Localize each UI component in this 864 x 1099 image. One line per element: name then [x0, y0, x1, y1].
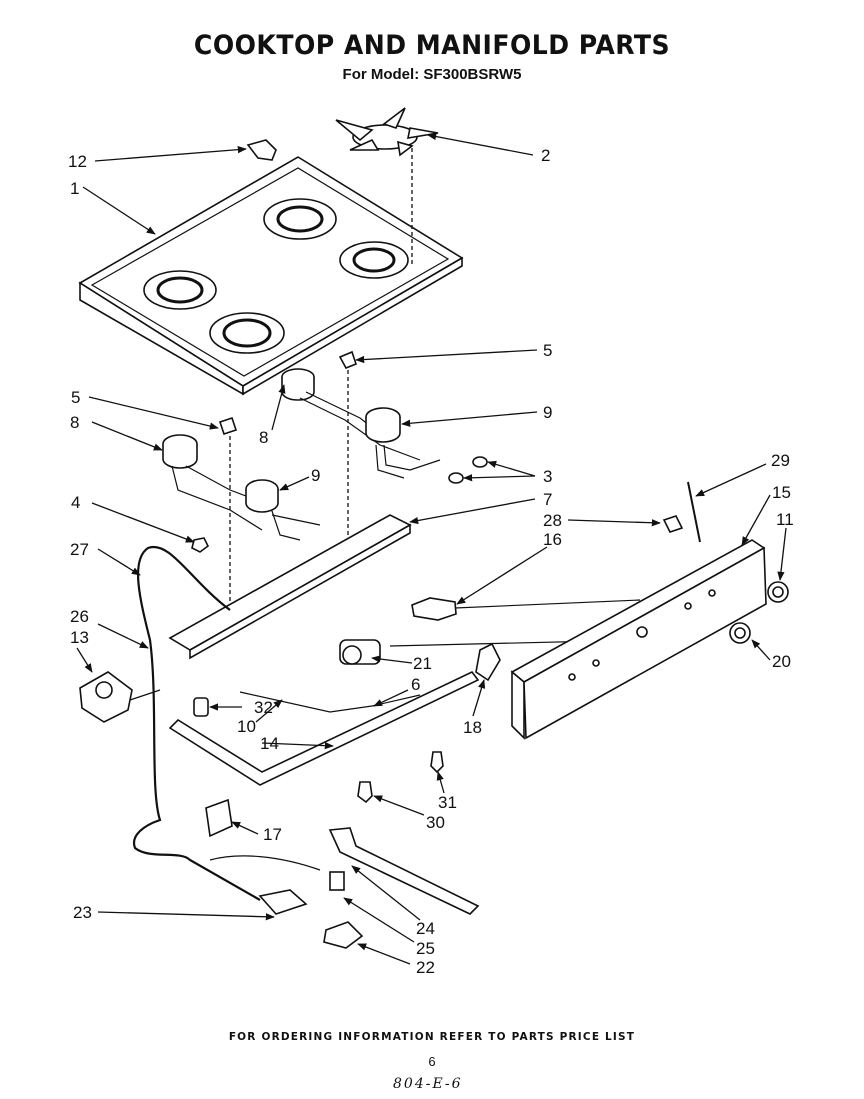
- tubing-part-27: [132, 545, 261, 901]
- callout-18: 18: [463, 718, 482, 737]
- sleeve-part-32: [193, 697, 209, 717]
- callout-16: 16: [543, 530, 562, 549]
- callout-26: 26: [70, 607, 89, 626]
- callout-25: 25: [416, 939, 435, 958]
- callout-23: 23: [73, 903, 92, 922]
- cooktop-panel: [78, 156, 464, 396]
- callout-8-lower: 8: [70, 413, 79, 432]
- callout-14: 14: [260, 734, 279, 753]
- orifice-hoods: [448, 456, 488, 484]
- page-number: 6: [428, 1054, 436, 1069]
- callout-5-lower: 5: [71, 388, 80, 407]
- bracket-part-18: [475, 642, 501, 682]
- burner-opening-right: [339, 241, 409, 279]
- callout-15: 15: [772, 483, 791, 502]
- callout-6: 6: [411, 675, 420, 694]
- control-panel-15: [510, 539, 767, 740]
- callout-8-upper: 8: [259, 428, 268, 447]
- callout-27: 27: [70, 540, 89, 559]
- callout-31: 31: [438, 793, 457, 812]
- callout-9-upper: 9: [543, 403, 552, 422]
- ordering-footer: FOR ORDERING INFORMATION REFER TO PARTS …: [228, 1031, 636, 1043]
- callout-3: 3: [543, 467, 552, 486]
- callout-22: 22: [416, 958, 435, 977]
- igniter-switch-part-28: [662, 515, 684, 533]
- callout-12: 12: [68, 152, 87, 171]
- burner-assembly-left: [162, 370, 349, 620]
- callout-9-lower: 9: [311, 466, 320, 485]
- burner-assembly-right: [281, 350, 441, 479]
- callout-20: 20: [772, 652, 791, 671]
- clip-part-12: [246, 139, 277, 161]
- callout-29: 29: [771, 451, 790, 470]
- callout-labels: 12 1 2 5 5 8 8 9 9 3 29 4 7 15 28 11 16 …: [68, 146, 794, 977]
- bracket-part-17: [205, 798, 233, 838]
- callout-11: 11: [776, 510, 794, 529]
- callout-1: 1: [70, 179, 79, 198]
- page-title: COOKTOP AND MANIFOLD PARTS: [193, 30, 671, 61]
- nut-part-4: [191, 537, 210, 553]
- knob-part-20: [729, 622, 751, 644]
- callout-2: 2: [541, 146, 550, 165]
- model-subtitle: For Model: SF300BSRW5: [342, 66, 522, 83]
- callout-28: 28: [543, 511, 562, 530]
- bracket-5-upper: [338, 350, 357, 370]
- screw-part-30: [357, 781, 373, 804]
- callout-32: 32: [254, 698, 273, 717]
- knob-part-11: [767, 581, 789, 603]
- manifold-pipe: [168, 670, 480, 786]
- callout-4: 4: [71, 493, 80, 512]
- screw-part-31: [430, 751, 444, 774]
- pressure-regulator: [79, 671, 161, 723]
- callout-21: 21: [413, 654, 432, 673]
- oven-burner-assembly: [209, 827, 480, 949]
- bracket-5-lower: [218, 416, 238, 436]
- callout-7: 7: [543, 490, 552, 509]
- burner-opening-front: [209, 312, 285, 354]
- burner-grate: [335, 107, 439, 265]
- callout-10: 10: [237, 717, 256, 736]
- callout-30: 30: [426, 813, 445, 832]
- callout-17: 17: [263, 825, 282, 844]
- callout-13: 13: [70, 628, 89, 647]
- probe-part-29: [687, 481, 701, 543]
- callout-24: 24: [416, 919, 435, 938]
- handwritten-note: 804-E-6: [393, 1076, 463, 1092]
- burner-opening-left: [143, 270, 217, 310]
- callout-5-upper: 5: [543, 341, 552, 360]
- valve-part-21: [339, 639, 381, 665]
- burner-opening-rear: [263, 198, 337, 240]
- callout-leaders: [76, 132, 787, 965]
- manifold-bracket: [168, 514, 412, 660]
